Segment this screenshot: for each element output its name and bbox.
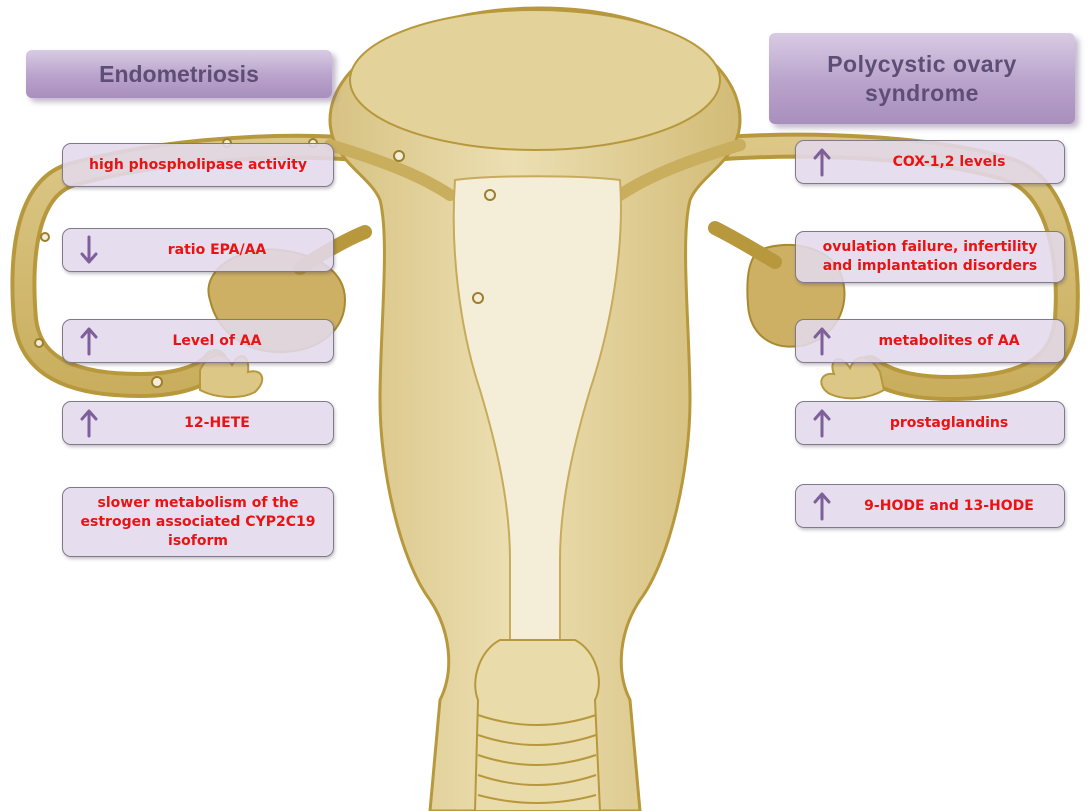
item-label: 9-HODE and 13-HODE: [864, 497, 1034, 516]
down-arrow-icon: [79, 235, 99, 265]
pcos-header: Polycystic ovary syndrome: [769, 33, 1075, 124]
up-arrow-icon: [812, 147, 832, 177]
item-label: ratio EPA/AA: [168, 241, 267, 260]
item-label: 12-HETE: [184, 414, 250, 433]
endometriosis-item-epa-aa: ratio EPA/AA: [62, 228, 334, 272]
up-arrow-icon: [812, 408, 832, 438]
right-fimbriae: [821, 358, 884, 399]
item-label: ovulation failure, infertility and impla…: [806, 238, 1054, 276]
pcos-item-ovulation: ovulation failure, infertility and impla…: [795, 231, 1065, 283]
pcos-item-cox: COX-1,2 levels: [795, 140, 1065, 184]
up-arrow-icon: [79, 326, 99, 356]
item-label: prostaglandins: [890, 414, 1008, 433]
up-arrow-icon: [812, 491, 832, 521]
item-label: metabolites of AA: [878, 332, 1019, 351]
endometriosis-title: Endometriosis: [99, 61, 259, 88]
endometriosis-item-cyp2c19: slower metabolism of the estrogen associ…: [62, 487, 334, 557]
item-label: COX-1,2 levels: [893, 153, 1006, 172]
item-label: slower metabolism of the estrogen associ…: [73, 494, 323, 551]
up-arrow-icon: [79, 408, 99, 438]
endometriosis-item-aa-level: Level of AA: [62, 319, 334, 363]
pcos-item-aa-metabolites: metabolites of AA: [795, 319, 1065, 363]
up-arrow-icon: [812, 326, 832, 356]
item-label: high phospholipase activity: [89, 156, 307, 175]
endometriosis-item-phospholipase: high phospholipase activity: [62, 143, 334, 187]
pcos-item-prostaglandins: prostaglandins: [795, 401, 1065, 445]
item-label: Level of AA: [173, 332, 262, 351]
endometriosis-header: Endometriosis: [26, 50, 332, 98]
pcos-title: Polycystic ovary syndrome: [789, 50, 1055, 108]
endometriosis-item-12-hete: 12-HETE: [62, 401, 334, 445]
pcos-item-hode: 9-HODE and 13-HODE: [795, 484, 1065, 528]
